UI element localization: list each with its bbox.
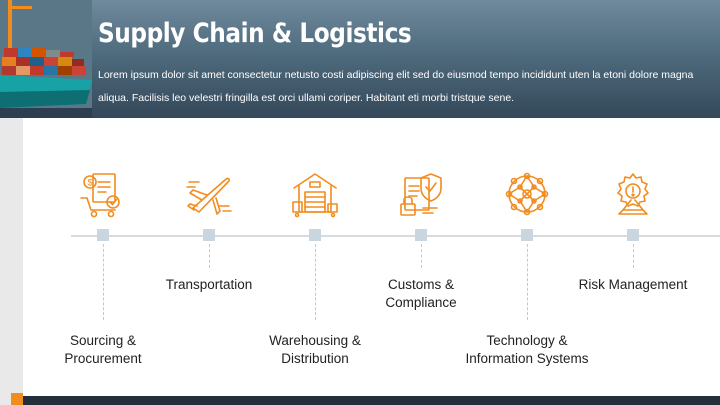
timeline-connector [315, 244, 316, 320]
cargo-ship-image [0, 0, 92, 118]
page-subtitle: Lorem ipsum dolor sit amet consectetur n… [98, 69, 694, 104]
timeline-connector [633, 244, 634, 268]
timeline-node [309, 229, 321, 241]
timeline-node [97, 229, 109, 241]
svg-text:$: $ [87, 178, 92, 188]
timeline-node [627, 229, 639, 241]
page-title: Supply Chain & Logistics [98, 18, 412, 49]
timeline-connector [209, 244, 210, 268]
warehouse-icon [292, 173, 338, 218]
step-label: Sourcing &Procurement [64, 333, 142, 366]
procurement-cart-icon: $ [80, 173, 120, 218]
bottom-strip [23, 396, 720, 405]
compliance-shield-icon [400, 173, 442, 216]
step-label: Risk Management [578, 277, 688, 292]
timeline-connector [527, 244, 528, 320]
timeline-line [71, 235, 720, 237]
header-banner: Supply Chain & Logistics Lorem ipsum dol… [0, 0, 720, 118]
step-label: Warehousing &Distribution [269, 333, 361, 366]
step-label: Technology &Information Systems [465, 333, 589, 366]
timeline-node [203, 229, 215, 241]
timeline-node [415, 229, 427, 241]
step-label: Customs &Compliance [385, 277, 457, 310]
timeline-node [521, 229, 533, 241]
timeline-connector [421, 244, 422, 268]
risk-gear-icon [617, 173, 649, 215]
left-accent-bar [0, 118, 23, 405]
airplane-icon [186, 177, 232, 215]
timeline-panel: $ Sourcing &Procurement Transportation [23, 118, 720, 396]
step-label: Transportation [165, 277, 253, 292]
network-globe-icon [505, 172, 549, 216]
orange-accent-square [11, 393, 23, 405]
timeline-connector [103, 244, 104, 320]
